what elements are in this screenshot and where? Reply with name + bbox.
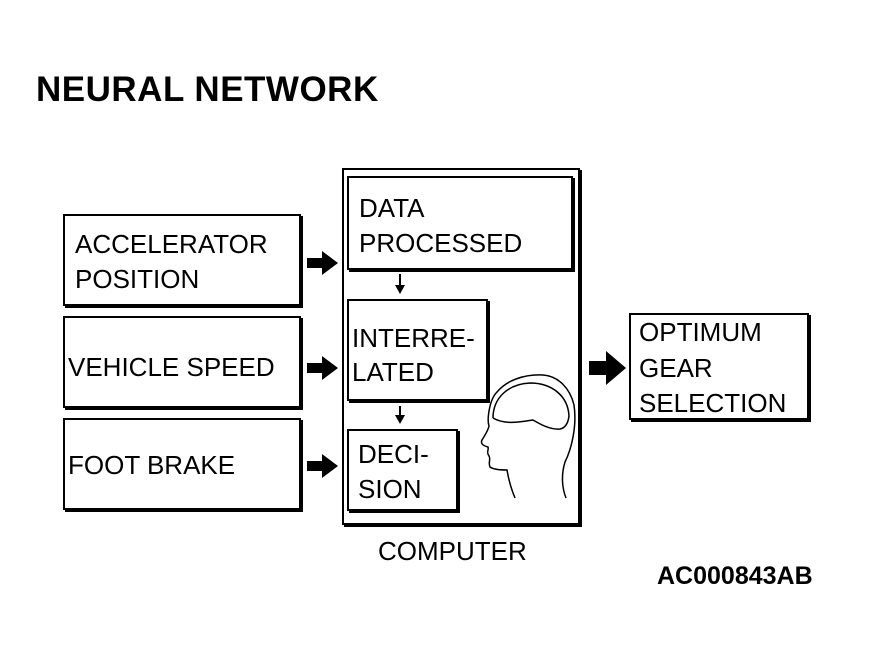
reference-code: AC000843AB <box>657 562 813 590</box>
arrow-processed-to-interrelated <box>395 274 405 294</box>
arrow-interrelated-to-decision <box>395 406 405 424</box>
arrow-accelerator-to-computer <box>307 251 338 275</box>
arrow-speed-to-computer <box>307 356 338 380</box>
output-line1: OPTIMUM <box>639 317 762 347</box>
vehicle-speed-label: VEHICLE SPEED <box>68 352 275 382</box>
interrelated-line1: INTERRE- <box>352 323 475 353</box>
input-box-foot-brake <box>63 418 301 510</box>
diagram-title: NEURAL NETWORK <box>36 70 379 109</box>
data-processed-box <box>347 176 573 270</box>
arrow-computer-to-output <box>589 351 626 385</box>
input-box-accelerator-position <box>63 214 301 306</box>
input-box-vehicle-speed <box>63 316 301 408</box>
output-line3: SELECTION <box>639 388 787 418</box>
arrow-brake-to-computer <box>307 454 338 478</box>
data-processed-line1: DATA <box>359 193 425 223</box>
interrelated-line2: LATED <box>352 357 434 387</box>
foot-brake-label: FOOT BRAKE <box>68 450 236 480</box>
decision-line2: SION <box>358 474 422 504</box>
output-line2: GEAR <box>639 353 713 383</box>
data-processed-line2: PROCESSED <box>359 228 523 258</box>
decision-box <box>347 429 458 511</box>
interrelated-box <box>347 299 488 401</box>
output-box-optimum-gear-selection <box>629 313 809 420</box>
accelerator-label-line1: ACCELERATOR <box>75 229 268 259</box>
computer-label: COMPUTER <box>378 536 527 566</box>
human-head-brain-icon <box>480 374 576 499</box>
accelerator-label-line2: POSITION <box>75 264 200 294</box>
decision-line1: DECI- <box>358 439 429 469</box>
